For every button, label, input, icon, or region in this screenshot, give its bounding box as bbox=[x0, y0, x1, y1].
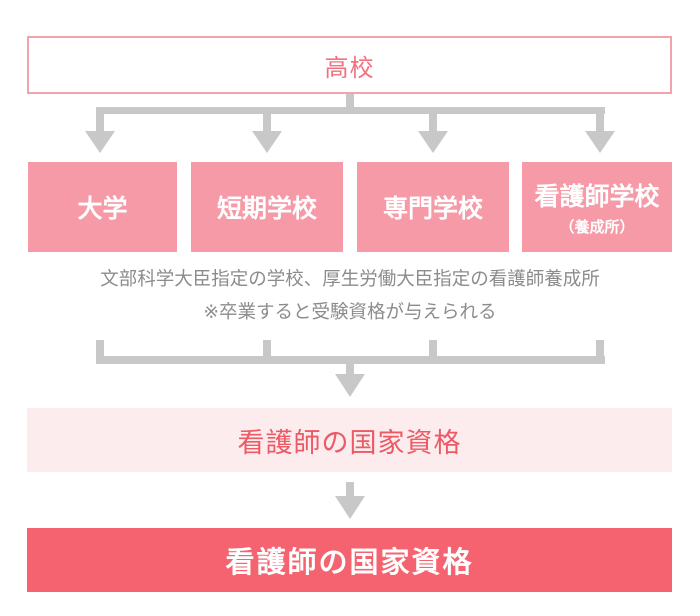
arrow-down-icon bbox=[252, 131, 282, 153]
merge-stem-4 bbox=[596, 340, 604, 364]
result-stem bbox=[346, 482, 354, 500]
school-box-vocational: 専門学校 bbox=[357, 162, 509, 252]
merge-stem-2 bbox=[263, 340, 271, 364]
stem-4 bbox=[596, 107, 604, 135]
merge-trunk bbox=[346, 356, 354, 378]
note-line-1: 文部科学大臣指定の学校、厚生労働大臣指定の看護師養成所 bbox=[100, 269, 600, 290]
result-label: 看護師の国家資格 bbox=[237, 427, 462, 459]
high-school-label: 高校 bbox=[324, 53, 375, 82]
school-label: 専門学校 bbox=[382, 194, 483, 223]
merge-stem-1 bbox=[96, 340, 104, 364]
school-box-junior-college: 短期学校 bbox=[191, 162, 343, 252]
result-label: 看護師の国家資格 bbox=[225, 545, 474, 579]
result-box-final: 看護師の国家資格 bbox=[27, 528, 672, 592]
arrow-down-icon bbox=[85, 131, 115, 153]
arrow-down-icon bbox=[335, 374, 365, 397]
stem-1 bbox=[96, 107, 104, 135]
note-line-2: ※卒業すると受験資格が与えられる bbox=[203, 302, 497, 323]
school-label: 大学 bbox=[77, 194, 128, 223]
arrow-down-icon bbox=[418, 131, 448, 153]
arrow-down-icon bbox=[335, 496, 365, 519]
school-box-nursing: 看護師学校 （養成所） bbox=[522, 162, 672, 252]
school-label: 看護師学校 bbox=[534, 182, 660, 211]
result-box-light: 看護師の国家資格 bbox=[27, 408, 672, 472]
branch-bar bbox=[96, 107, 605, 114]
school-box-university: 大学 bbox=[28, 162, 177, 252]
stem-2 bbox=[263, 107, 271, 135]
merge-stem-3 bbox=[429, 340, 437, 364]
school-sublabel: （養成所） bbox=[559, 218, 635, 236]
branch-trunk bbox=[346, 94, 354, 112]
arrow-down-icon bbox=[585, 131, 615, 153]
school-label: 短期学校 bbox=[216, 194, 317, 223]
high-school-box: 高校 bbox=[27, 36, 672, 94]
stem-3 bbox=[429, 107, 437, 135]
